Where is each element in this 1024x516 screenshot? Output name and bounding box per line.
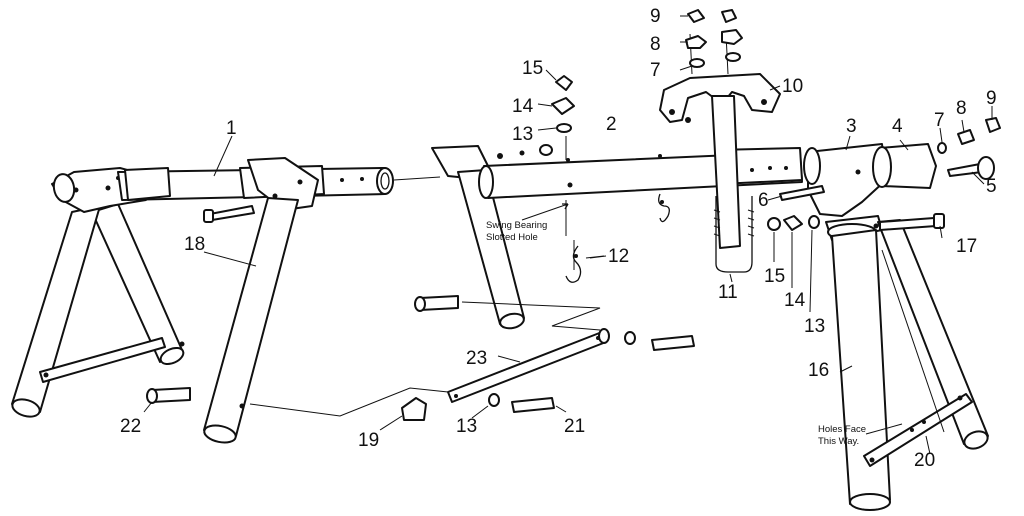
callout-9-top: 9 [650, 6, 661, 27]
callout-16: 16 [808, 360, 829, 381]
callout-3: 3 [846, 116, 857, 137]
hanger-bracket [659, 33, 781, 273]
top-hardware [551, 9, 743, 160]
callout-8-top: 8 [650, 34, 661, 55]
swing-hooks [565, 193, 670, 283]
callout-20: 20 [914, 450, 935, 471]
callout-4: 4 [892, 116, 903, 137]
callout-11: 11 [718, 282, 738, 303]
callout-8-right: 8 [956, 98, 967, 119]
left-back-leg [91, 203, 183, 363]
left-rear-leg [11, 205, 101, 413]
callout-numbers: 1 2 3 4 5 6 7 7 8 8 9 9 10 11 12 13 13 1… [120, 6, 997, 471]
callout-13-top: 13 [512, 124, 533, 145]
holes-face-note-line1: Holes Face [818, 424, 866, 435]
callout-7-right: 7 [934, 110, 945, 131]
callout-7-top: 7 [650, 60, 661, 81]
callout-9-right: 9 [986, 88, 997, 109]
callout-13-bottom: 13 [456, 416, 477, 437]
swing-bearing-note-line2: Slotted Hole [486, 232, 538, 243]
callout-13-right: 13 [804, 316, 825, 337]
callout-12: 12 [608, 246, 629, 267]
callout-14-top: 14 [512, 96, 534, 117]
end-cap-19 [401, 397, 427, 421]
callout-18: 18 [184, 234, 205, 255]
callout-6: 6 [758, 190, 769, 211]
callout-10: 10 [782, 76, 803, 97]
callout-17: 17 [956, 236, 977, 257]
callout-21: 21 [564, 416, 585, 437]
side-brace [146, 328, 695, 421]
swing-bearing-note-line1: Swing Bearing [486, 220, 547, 231]
callout-1: 1 [226, 118, 237, 139]
callout-5: 5 [986, 176, 997, 197]
right-a-frame [767, 185, 989, 511]
callout-23: 23 [466, 348, 487, 369]
callout-19: 19 [358, 430, 379, 451]
right-end-fitting [803, 117, 1001, 217]
left-front-leg [203, 157, 319, 444]
holes-face-note-line2: This Way. [818, 436, 859, 447]
eye-bolt-5 [947, 163, 983, 177]
callout-22: 22 [120, 416, 141, 437]
callout-15-top: 15 [522, 58, 543, 79]
right-front-leg-16 [831, 229, 891, 505]
leader-lines [143, 15, 993, 455]
callout-2: 2 [606, 114, 617, 135]
annotation-notes: Swing Bearing Slotted Hole Holes Face Th… [486, 203, 903, 447]
top-beam-part-2 [478, 147, 803, 270]
callout-15-right: 15 [764, 266, 785, 287]
callout-14-right: 14 [784, 290, 806, 311]
left-a-frame [11, 167, 185, 418]
middle-leg-fitting [414, 144, 601, 331]
